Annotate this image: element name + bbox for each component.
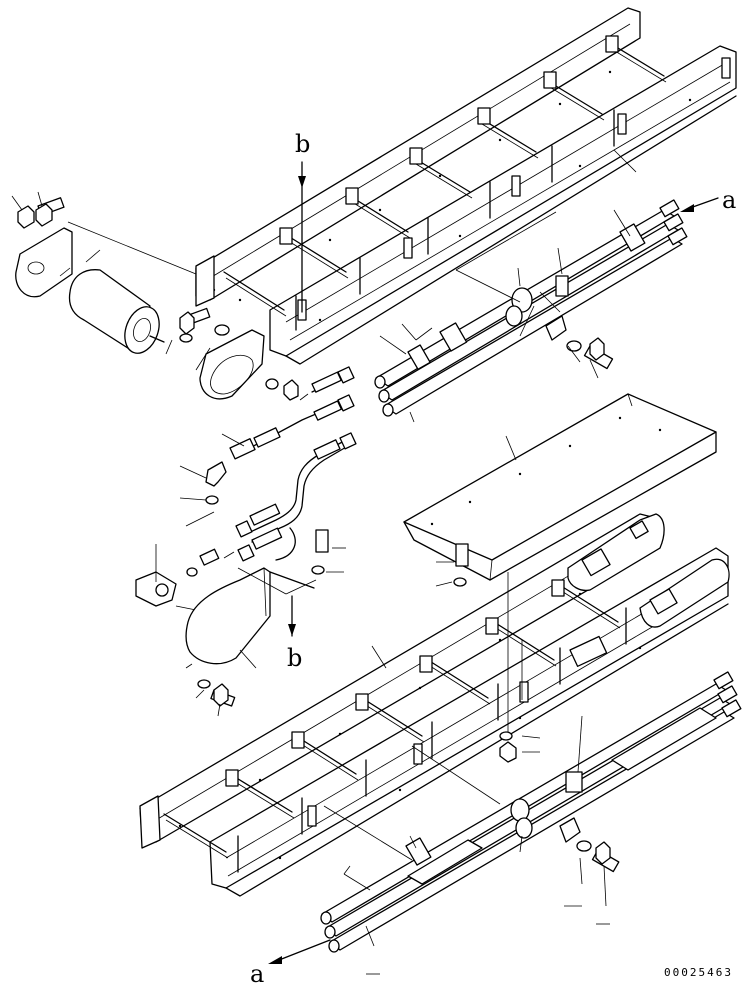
lower-conveyor-frame <box>139 513 730 897</box>
lower-rivets <box>178 592 642 860</box>
view-a-top-callout: a <box>680 186 736 214</box>
view-a-top-label: a <box>722 186 736 214</box>
upper-rivets <box>212 70 692 322</box>
upper-rail-brackets <box>279 35 619 245</box>
lower-rail-brackets <box>225 579 565 787</box>
loose-hoses <box>135 366 357 611</box>
view-a-bottom-callout: a <box>250 939 331 983</box>
view-b-top-callout: b <box>295 130 310 313</box>
lower-cross-members <box>163 583 621 859</box>
view-b-top-label: b <box>295 130 310 158</box>
head-pulley-assembly <box>11 191 299 401</box>
upper-conveyor-frame <box>195 7 737 365</box>
view-b-bottom-callout: b <box>287 595 302 672</box>
view-b-bottom-label: b <box>287 644 302 672</box>
trough-chute <box>311 393 717 587</box>
trough-rivets <box>430 416 662 526</box>
pulley-bolts <box>17 197 230 343</box>
drawing-code: 00025463 <box>664 966 733 979</box>
upper-hose-group <box>374 149 688 423</box>
lower-hose-group <box>320 572 742 975</box>
lower-rail-stiffeners <box>237 607 627 873</box>
view-a-bottom-label: a <box>250 960 264 983</box>
pulley-cover <box>185 567 317 717</box>
